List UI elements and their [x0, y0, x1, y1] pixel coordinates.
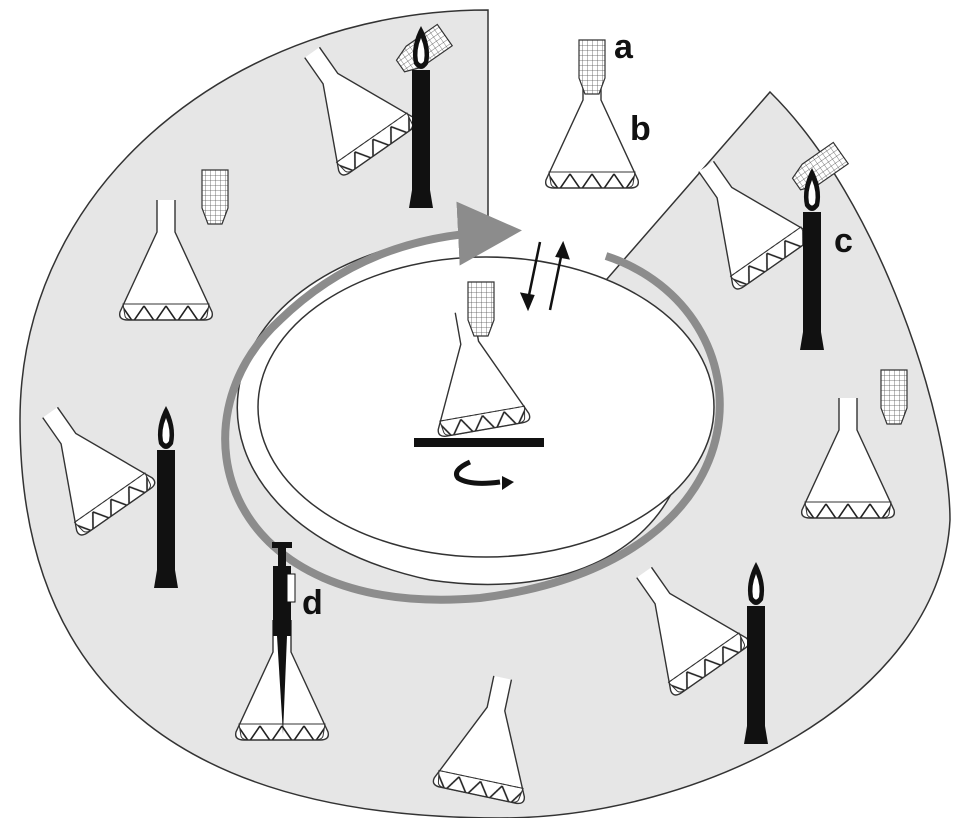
shaker-platform-icon	[414, 438, 544, 447]
label-a: a	[614, 28, 634, 66]
cotton-plug-icon	[579, 40, 605, 94]
cotton-plug-icon	[881, 370, 907, 424]
cotton-plug-icon	[202, 170, 228, 224]
label-d: d	[302, 584, 323, 622]
label-c: c	[834, 222, 853, 260]
label-b: b	[630, 110, 651, 148]
cotton-plug-icon	[468, 282, 494, 336]
